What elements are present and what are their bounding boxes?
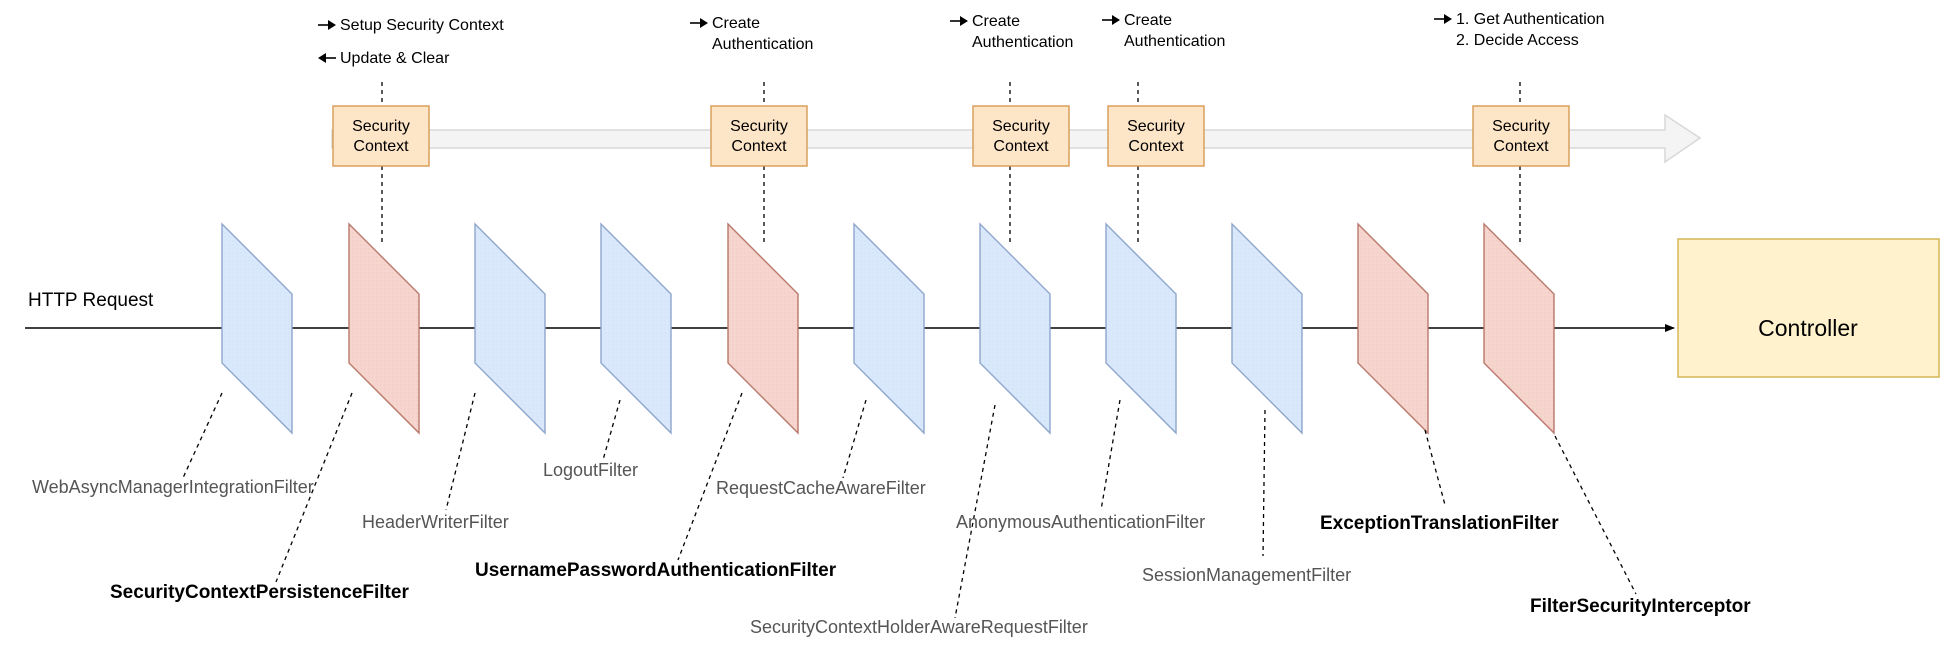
note-arrow-left-icon	[318, 53, 326, 63]
filter-shape-securitycontextholderawarerequestfilter[interactable]	[979, 222, 1051, 435]
security-context-rect	[332, 105, 430, 167]
note-text: Authentication	[972, 34, 1073, 51]
security-context-line1: Security	[992, 118, 1050, 135]
filter-shape-headerwriterfilter[interactable]	[474, 222, 546, 435]
security-context-box[interactable]: SecurityContext	[1472, 105, 1570, 167]
filter-shape-usernamepasswordauthenticationfilter[interactable]	[727, 222, 799, 435]
security-context-line1: Security	[1127, 118, 1185, 135]
filter-leader-line	[1554, 435, 1637, 595]
note-text: 1. Get Authentication	[1456, 11, 1605, 28]
filter-label-filtersecurityinterceptor: FilterSecurityInterceptor	[1530, 596, 1751, 617]
note-text: Setup Security Context	[340, 17, 504, 34]
security-context-line2: Context	[993, 138, 1049, 155]
security-context-box[interactable]: SecurityContext	[710, 105, 808, 167]
security-context-box[interactable]: SecurityContext	[972, 105, 1070, 167]
note-text: Authentication	[712, 36, 813, 53]
security-context-line1: Security	[730, 118, 788, 135]
filter-shape-exceptiontranslationfilter[interactable]	[1357, 222, 1429, 435]
note-text: 2. Decide Access	[1456, 32, 1579, 49]
filter-label-sessionmanagementfilter: SessionManagementFilter	[1142, 565, 1351, 585]
filter-shape-logoutfilter[interactable]	[600, 222, 672, 435]
filter-leader-line	[275, 392, 353, 583]
filter-leader-line	[1424, 429, 1446, 506]
filter-leader-line	[445, 392, 476, 511]
note-text: Authentication	[1124, 33, 1225, 50]
controller-box[interactable]	[1677, 238, 1940, 378]
security-context-line1: Security	[1492, 118, 1550, 135]
security-context-line1: Security	[352, 118, 410, 135]
note-arrow-right-icon	[700, 18, 708, 28]
note-arrow-right-icon	[1444, 14, 1452, 24]
filter-leader-line	[677, 392, 743, 561]
security-context-rect	[972, 105, 1070, 167]
security-context-rect	[1472, 105, 1570, 167]
security-context-line2: Context	[731, 138, 787, 155]
filter-label-logoutfilter: LogoutFilter	[543, 460, 638, 480]
controller-label: Controller	[1758, 315, 1858, 341]
filter-leader-line	[1262, 409, 1266, 557]
note-text: Create	[1124, 12, 1172, 29]
http-request-label: HTTP Request	[28, 290, 154, 311]
filter-leader-line	[602, 399, 621, 461]
filter-shape-webasyncmanagerintegrationfilter[interactable]	[221, 222, 293, 435]
note-text: Update & Clear	[340, 50, 450, 67]
security-context-line2: Context	[1493, 138, 1549, 155]
filter-label-exceptiontranslationfilter: ExceptionTranslationFilter	[1320, 513, 1559, 534]
filter-shape-securitycontextpersistencefilter[interactable]	[348, 222, 420, 435]
note-arrow-right-icon	[328, 20, 336, 30]
filter-label-requestcacheawarefilter: RequestCacheAwareFilter	[716, 478, 926, 498]
security-context-rect	[710, 105, 808, 167]
filter-leader-line	[1100, 399, 1121, 511]
security-context-rect	[1107, 105, 1205, 167]
security-context-line2: Context	[1128, 138, 1184, 155]
filter-leader-line	[842, 399, 867, 479]
filter-shape-anonymousauthenticationfilter[interactable]	[1105, 222, 1177, 435]
note-text: Create	[712, 15, 760, 32]
filter-leader-line	[181, 392, 223, 481]
security-context-line2: Context	[353, 138, 409, 155]
note-arrow-right-icon	[1112, 15, 1120, 25]
note-arrow-right-icon	[960, 16, 968, 26]
filter-label-headerwriterfilter: HeaderWriterFilter	[362, 512, 509, 532]
filter-label-securitycontextholderawarerequestfilter: SecurityContextHolderAwareRequestFilter	[750, 617, 1088, 637]
filter-shape-filtersecurityinterceptor[interactable]	[1483, 222, 1555, 435]
filter-shape-sessionmanagementfilter[interactable]	[1231, 222, 1303, 435]
filter-label-anonymousauthenticationfilter: AnonymousAuthenticationFilter	[956, 512, 1205, 532]
filter-shape-requestcacheawarefilter[interactable]	[853, 222, 925, 435]
filter-label-webasyncmanagerintegrationfilter: WebAsyncManagerIntegrationFilter	[32, 477, 314, 497]
security-context-box[interactable]: SecurityContext	[332, 105, 430, 167]
note-text: Create	[972, 13, 1020, 30]
filter-label-usernamepasswordauthenticationfilter: UsernamePasswordAuthenticationFilter	[475, 560, 837, 581]
filter-label-securitycontextpersistencefilter: SecurityContextPersistenceFilter	[110, 582, 409, 603]
security-context-box[interactable]: SecurityContext	[1107, 105, 1205, 167]
